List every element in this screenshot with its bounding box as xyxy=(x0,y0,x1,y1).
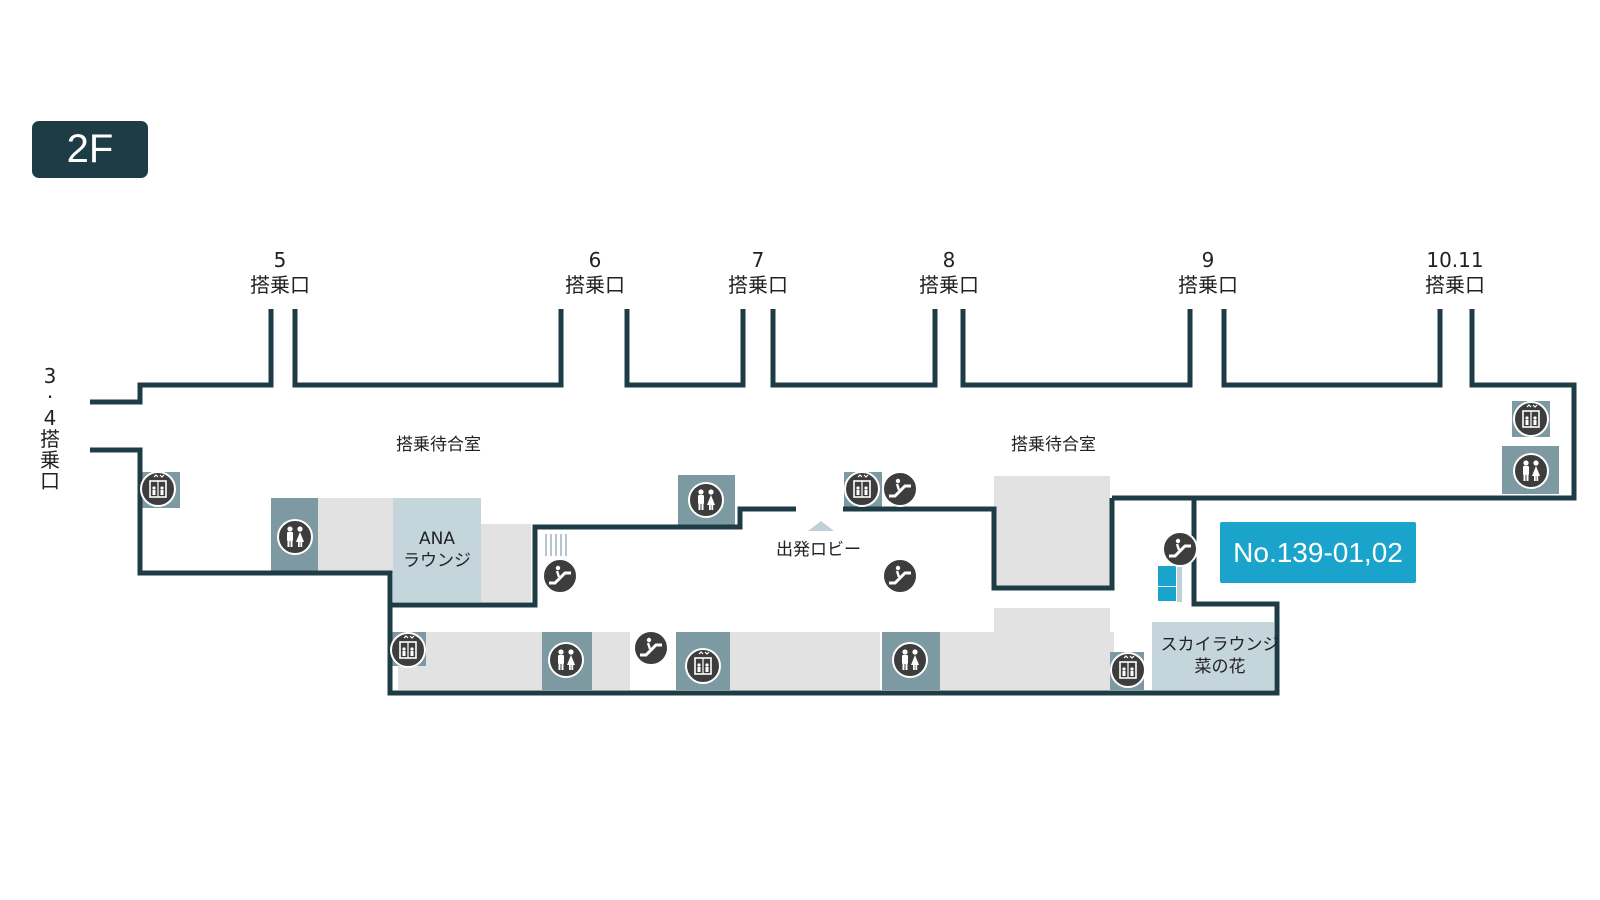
gate-34-char: 3 xyxy=(43,364,57,388)
walls xyxy=(90,309,1577,696)
wall-gate9-10 xyxy=(1221,309,1443,388)
gate-number: 9 xyxy=(1201,248,1215,272)
ana-lounge-label[interactable]: ANA ラウンジ xyxy=(396,528,478,572)
escalator-icon[interactable] xyxy=(1162,531,1198,567)
gate-5-label[interactable]: 5 搭乗口 xyxy=(246,248,314,298)
gate8-shop-area xyxy=(994,476,1110,586)
gate-7-label[interactable]: 7 搭乗口 xyxy=(724,248,792,298)
gate-10-11-label[interactable]: 10.11 搭乗口 xyxy=(1418,248,1492,298)
sky-lounge-area xyxy=(1152,622,1274,690)
floor-badge[interactable]: 2F xyxy=(32,121,148,178)
vending-tile-1 xyxy=(1158,566,1176,586)
stairs-icon xyxy=(545,534,567,556)
waiting-room-left-label: 搭乗待合室 xyxy=(396,435,481,455)
gate-34-char: 搭 xyxy=(40,427,60,451)
ana-lounge-line1: ANA xyxy=(419,529,455,549)
ana-lounge-side-area xyxy=(481,524,531,602)
gate-text: 搭乗口 xyxy=(250,273,310,297)
restroom-icon[interactable] xyxy=(1513,453,1549,489)
ana-lounge-line2: ラウンジ xyxy=(403,551,471,571)
elevator-icon[interactable] xyxy=(390,632,426,668)
gate-number: 10.11 xyxy=(1426,248,1484,272)
waiting-room-right-label: 搭乗待合室 xyxy=(1011,435,1096,455)
lower-shops-d xyxy=(994,608,1110,632)
wall-gate8-shop xyxy=(843,498,1115,591)
elevator-icon[interactable] xyxy=(1513,401,1549,437)
elevator-icon[interactable] xyxy=(685,648,721,684)
gate-text: 搭乗口 xyxy=(565,273,625,297)
ana-lounge-area xyxy=(393,498,481,602)
wall-center xyxy=(390,506,796,608)
ana-lounge-shop-area xyxy=(318,498,393,573)
gate-9-label[interactable]: 9 搭乗口 xyxy=(1174,248,1242,298)
sky-lounge-line1: スカイラウンジ xyxy=(1160,635,1280,655)
escalator-icon[interactable] xyxy=(882,558,918,594)
wall-gate7-8 xyxy=(770,309,938,388)
gate-34-char: · xyxy=(46,385,54,409)
escalator-icon[interactable] xyxy=(882,471,918,507)
restroom-icon[interactable] xyxy=(688,482,724,518)
wall-gate5-6 xyxy=(292,309,564,388)
wall-gate10-east xyxy=(1112,309,1577,501)
sky-lounge-line2: 菜の花 xyxy=(1194,657,1246,677)
escalator-icon[interactable] xyxy=(633,630,669,666)
gate-34-char: 乗 xyxy=(40,448,60,472)
gate-number: 8 xyxy=(942,248,956,272)
gate-text: 搭乗口 xyxy=(728,273,788,297)
shop-tag[interactable]: No.139-01,02 xyxy=(1220,522,1416,583)
vending-tile-2 xyxy=(1158,587,1176,601)
elevator-icon[interactable] xyxy=(140,471,176,507)
restroom-icon[interactable] xyxy=(892,642,928,678)
elevator-icon[interactable] xyxy=(1110,652,1146,688)
gate-34-char: 口 xyxy=(40,469,60,493)
gate-text: 搭乗口 xyxy=(919,273,979,297)
gate-6-label[interactable]: 6 搭乗口 xyxy=(561,248,629,298)
gate-number: 6 xyxy=(588,248,602,272)
room-fills xyxy=(318,476,1274,690)
gate-text: 搭乗口 xyxy=(1178,273,1238,297)
departure-lobby-label: 出発ロビー xyxy=(776,540,861,560)
restroom-icon[interactable] xyxy=(277,519,313,555)
gate-8-label[interactable]: 8 搭乗口 xyxy=(915,248,983,298)
sky-lounge-label[interactable]: スカイラウンジ 菜の花 xyxy=(1156,634,1284,678)
gate-text: 搭乗口 xyxy=(1425,273,1485,297)
lower-shops-b xyxy=(730,632,880,690)
elevator-icon[interactable] xyxy=(844,471,880,507)
wall-top xyxy=(90,309,274,405)
restroom-icon[interactable] xyxy=(548,642,584,678)
wall-west xyxy=(90,447,1280,696)
gate-number: 5 xyxy=(273,248,287,272)
gate-number: 7 xyxy=(751,248,765,272)
gate-3-4-label[interactable]: 3 · 4 搭 乗 口 xyxy=(38,366,62,492)
wall-gate6-7 xyxy=(624,309,746,388)
escalator-icon[interactable] xyxy=(542,558,578,594)
stairs-strip xyxy=(1177,566,1182,602)
lower-shops-c xyxy=(940,632,1114,690)
gate-34-char: 4 xyxy=(43,406,57,430)
departure-arrow-icon xyxy=(808,521,834,531)
wall-gate8-9 xyxy=(960,309,1193,388)
